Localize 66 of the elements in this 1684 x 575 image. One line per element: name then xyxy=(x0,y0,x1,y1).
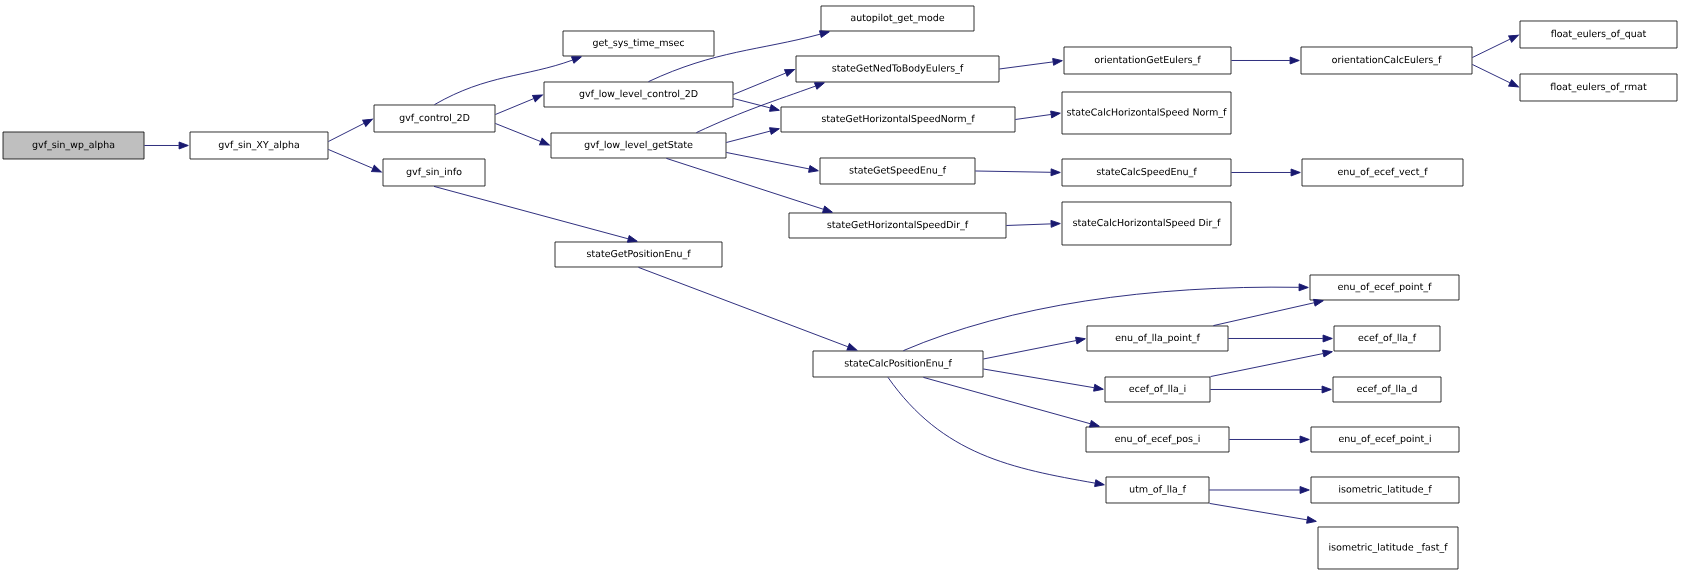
function-box: enu_of_lla_point_f xyxy=(1086,325,1229,352)
arrow xyxy=(1209,349,1333,378)
function-box: isometric_latitude_f xyxy=(1310,476,1460,504)
function-box: stateGetNedToBodyEulers_f xyxy=(795,55,1000,83)
function-box: gvf_low_level_getState xyxy=(550,132,727,159)
arrow xyxy=(1471,34,1519,58)
function-box: gvf_low_level_control_2D xyxy=(543,81,734,108)
function-box: ecef_of_lla_d xyxy=(1332,376,1442,403)
arrow xyxy=(434,56,582,106)
arrow xyxy=(1014,110,1061,120)
arrow xyxy=(725,127,780,143)
function-box: stateGetSpeedEnu_f xyxy=(819,157,976,185)
arrow xyxy=(1212,298,1324,327)
arrow xyxy=(998,58,1063,70)
arrow xyxy=(982,368,1104,392)
function-box: orientationGetEulers_f xyxy=(1063,46,1232,75)
arrow xyxy=(982,336,1086,360)
arrow xyxy=(327,149,382,173)
function-box: gvf_control_2D xyxy=(373,104,496,133)
arrow xyxy=(1471,64,1519,88)
function-box: enu_of_ecef_point_f xyxy=(1309,274,1460,301)
arrow xyxy=(494,123,550,146)
arrow xyxy=(433,185,638,243)
function-box: stateCalcHorizontalSpeed Dir_f xyxy=(1061,201,1232,246)
arrow xyxy=(143,141,189,150)
function-box: isometric_latitude _fast_f xyxy=(1317,526,1459,570)
arrow xyxy=(1228,435,1310,444)
function-box: stateGetHorizontalSpeedNorm_f xyxy=(780,106,1016,133)
arrow xyxy=(922,376,1100,428)
function-box: enu_of_ecef_vect_f xyxy=(1301,158,1464,187)
arrow xyxy=(902,283,1309,352)
function-box: enu_of_ecef_pos_i xyxy=(1085,426,1230,453)
arrow xyxy=(494,94,543,115)
function-box: float_eulers_of_quat xyxy=(1519,20,1678,49)
function-box: float_eulers_of_rmat xyxy=(1519,73,1678,102)
arrow xyxy=(327,118,373,142)
function-box: stateCalcHorizontalSpeed Norm_f xyxy=(1061,91,1232,135)
arrow xyxy=(1005,219,1061,228)
function-box: stateCalcSpeedEnu_f xyxy=(1061,158,1232,187)
function-box: ecef_of_lla_i xyxy=(1104,376,1211,403)
arrow xyxy=(1227,334,1333,343)
arrow xyxy=(974,168,1061,177)
arrow xyxy=(695,82,825,134)
arrow xyxy=(1230,168,1301,177)
arrow xyxy=(1230,56,1300,65)
arrow xyxy=(725,152,819,173)
arrow xyxy=(1208,502,1317,524)
arrow xyxy=(732,69,795,95)
function-box: ecef_of_lla_f xyxy=(1333,325,1441,352)
arrow xyxy=(1209,385,1332,394)
function-box: stateGetPositionEnu_f xyxy=(554,241,723,268)
function-box: get_sys_time_msec xyxy=(562,30,715,57)
arrow xyxy=(665,157,833,214)
arrow xyxy=(638,266,858,351)
arrow xyxy=(1208,486,1310,494)
arrow xyxy=(732,98,780,112)
function-box: gvf_sin_wp_alpha xyxy=(2,131,145,160)
function-box: stateCalcPositionEnu_f xyxy=(812,350,984,378)
function-box: orientationCalcEulers_f xyxy=(1300,46,1473,75)
function-box: gvf_sin_info xyxy=(382,158,486,187)
function-box: utm_of_lla_f xyxy=(1105,476,1210,504)
arrow xyxy=(887,376,1105,488)
function-box: stateGetHorizontalSpeedDir_f xyxy=(788,212,1007,239)
function-box: gvf_sin_XY_alpha xyxy=(189,131,329,160)
function-box: enu_of_ecef_point_i xyxy=(1310,426,1460,453)
function-box: autopilot_get_mode xyxy=(820,5,975,32)
